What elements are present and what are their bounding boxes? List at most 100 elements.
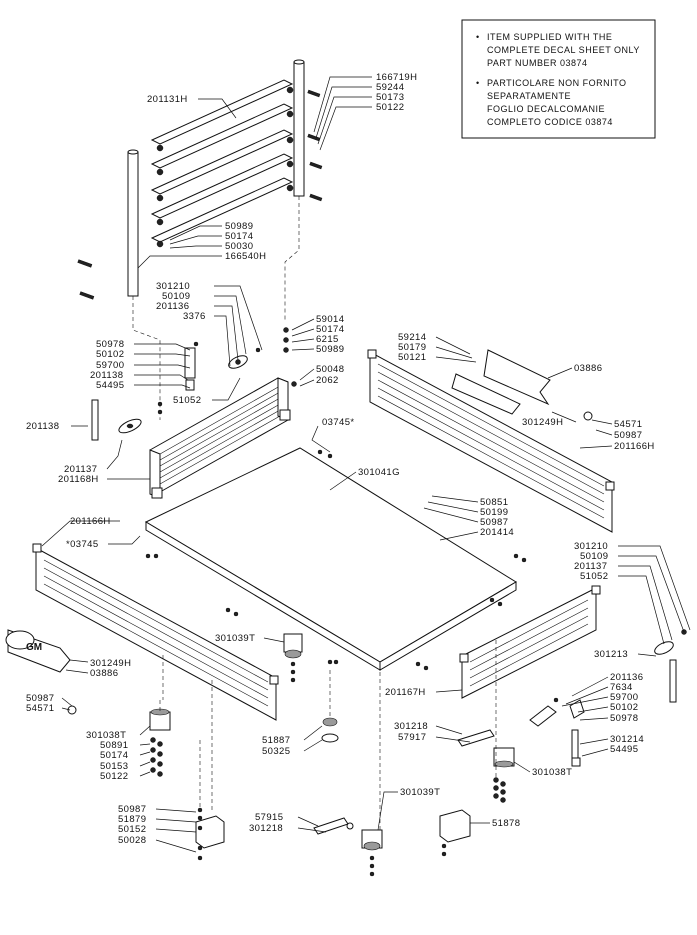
note-it-line-1: PARTICOLARE NON FORNITO [487, 78, 627, 88]
label-301213: 301213 [594, 649, 628, 660]
label-201137-a: 201137 [64, 464, 97, 475]
label-50121: 50121 [398, 352, 426, 363]
label-201166H-b: 201166H [70, 516, 111, 527]
label-59700-b: 59700 [610, 692, 638, 703]
label-59014: 59014 [316, 314, 344, 325]
note-en-line-3: PART NUMBER 03874 [487, 58, 588, 68]
label-201136-b: 201136 [610, 672, 643, 683]
label-50325: 50325 [262, 746, 290, 757]
label-50030: 50030 [225, 241, 253, 252]
label-50122-b: 50122 [100, 771, 128, 782]
label-50174-c: 50174 [100, 750, 128, 761]
label-50987-b: 50987 [480, 517, 508, 528]
label-201168H: 201168H [58, 474, 99, 485]
label-54571-b: 54571 [26, 703, 54, 714]
label-3376: 3376 [183, 311, 206, 322]
label-201136-a: 201136 [156, 301, 189, 312]
label-201414: 201414 [480, 527, 514, 538]
label-50989-b: 50989 [316, 344, 344, 355]
label-50978-b: 50978 [610, 713, 638, 724]
label-50851: 50851 [480, 497, 508, 508]
label-50102-a: 50102 [96, 349, 124, 360]
label-301038T-a: 301038T [86, 730, 126, 741]
right-side-panel-upper [367, 349, 615, 533]
label-51052-a: 51052 [173, 395, 201, 406]
label-301210-b: 301210 [574, 541, 608, 552]
label-03886-a: 03886 [574, 363, 602, 374]
label-301039T-b: 301039T [400, 787, 440, 798]
label-57917: 57917 [398, 732, 426, 743]
headboard-rail-assembly [77, 59, 323, 420]
label-51879: 51879 [118, 814, 146, 825]
label-201167H: 201167H [385, 687, 426, 698]
bottom-hardware [149, 633, 515, 877]
left-side-panel-lower: GM [5, 543, 279, 721]
right-latch-parts [529, 629, 687, 767]
label-59244: 59244 [376, 82, 404, 93]
label-50174-b: 50174 [316, 324, 344, 335]
label-50122-top: 50122 [376, 102, 404, 113]
label-7634: 7634 [610, 682, 633, 693]
label-201138-a: 201138 [90, 370, 123, 381]
label-6215: 6215 [316, 334, 339, 345]
label-201137-b: 201137 [574, 561, 607, 572]
label-2062: 2062 [316, 375, 339, 386]
note-it-line-3: FOGLIO DECALCOMANIE [487, 104, 605, 114]
label-54571-a: 54571 [614, 419, 642, 430]
label-50987-c: 50987 [26, 693, 54, 704]
label-50028: 50028 [118, 835, 146, 846]
label-50102-b: 50102 [610, 702, 638, 713]
label-51887: 51887 [262, 735, 290, 746]
label-50987-d: 50987 [118, 804, 146, 815]
label-301218-a: 301218 [394, 721, 428, 732]
label-54495-b: 54495 [610, 744, 638, 755]
label-201138-b: 201138 [26, 421, 59, 432]
label-59700-a: 59700 [96, 360, 124, 371]
label-301249H-a: 301249H [522, 417, 563, 428]
label-301214: 301214 [610, 734, 644, 745]
label-03886-b: 03886 [90, 668, 118, 679]
label-50173: 50173 [376, 92, 404, 103]
label-166719H: 166719H [376, 72, 417, 83]
note-en-line-2: COMPLETE DECAL SHEET ONLY [487, 45, 640, 55]
label-50891: 50891 [100, 740, 128, 751]
label-59214: 59214 [398, 332, 426, 343]
platform-deck [144, 447, 527, 671]
label-50048: 50048 [316, 364, 344, 375]
label-50153: 50153 [100, 761, 128, 772]
label-301039T-a: 301039T [215, 633, 255, 644]
right-side-panel-lower [459, 585, 601, 699]
label-50109-b: 50109 [580, 551, 608, 562]
decal-note-box: • ITEM SUPPLIED WITH THE COMPLETE DECAL … [461, 19, 656, 139]
label-50199: 50199 [480, 507, 508, 518]
label-50978-a: 50978 [96, 339, 124, 350]
label-03745-b: *03745 [66, 539, 99, 550]
label-03745-a: 03745* [322, 417, 355, 428]
label-201166H-a: 201166H [614, 441, 655, 452]
label-50179: 50179 [398, 342, 426, 353]
part-labels: 166719H 59244 50173 50122 201131H 50989 … [26, 72, 655, 846]
label-301249H-b: 301249H [90, 658, 131, 669]
note-en-line-1: ITEM SUPPLIED WITH THE [487, 32, 612, 42]
label-50989-a: 50989 [225, 221, 253, 232]
label-50152: 50152 [118, 824, 146, 835]
label-301038T-b: 301038T [532, 767, 572, 778]
label-57915: 57915 [255, 812, 283, 823]
label-51052-b: 51052 [580, 571, 608, 582]
svg-text:GM: GM [26, 642, 42, 653]
label-166540H: 166540H [225, 251, 266, 262]
note-it-line-4: COMPLETO CODICE 03874 [487, 117, 613, 127]
label-50109-a: 50109 [162, 291, 190, 302]
headboard-side-panel [149, 377, 291, 499]
note-bullet-1: • [476, 32, 480, 42]
note-bullet-2: • [476, 78, 480, 88]
label-301041G: 301041G [358, 467, 400, 478]
label-301218-b: 301218 [249, 823, 283, 834]
leader-lines [41, 76, 691, 853]
label-50174-a: 50174 [225, 231, 253, 242]
note-it-line-2: SEPARATAMENTE [487, 91, 571, 101]
label-301210-a: 301210 [156, 281, 190, 292]
label-51878: 51878 [492, 818, 520, 829]
label-50987-a: 50987 [614, 430, 642, 441]
